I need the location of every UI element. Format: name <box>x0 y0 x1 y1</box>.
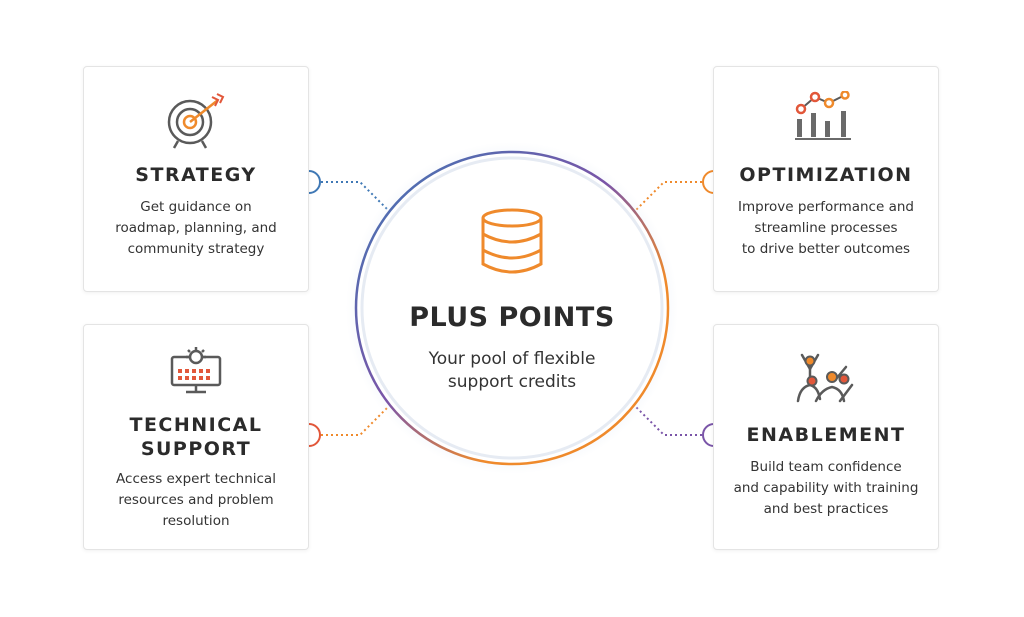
card-desc-line: Build team confidence <box>750 459 902 475</box>
card-desc-line: to drive better outcomes <box>741 241 911 257</box>
connector-strategy <box>321 181 389 211</box>
card-title-optimization: OPTIMIZATION <box>739 164 913 186</box>
center-subtitle-line2: support credits <box>447 372 577 392</box>
card-desc-enablement: Build team confidence and capability wit… <box>724 457 928 520</box>
card-desc-line: streamline processes <box>754 220 898 236</box>
card-title-strategy: STRATEGY <box>135 164 257 186</box>
card-title-line: SUPPORT <box>140 438 252 460</box>
target-icon <box>167 93 225 149</box>
card-desc-line: Access expert technical <box>116 471 276 487</box>
card-technical-support: TECHNICAL SUPPORT Access expert technica… <box>83 324 309 550</box>
card-strategy: STRATEGY Get guidance on roadmap, planni… <box>83 66 309 292</box>
card-title-line: TECHNICAL <box>129 414 263 436</box>
connector-optimization <box>635 181 702 211</box>
card-desc-line: roadmap, planning, and <box>115 220 277 236</box>
center-subtitle-line1: Your pool of flexible <box>428 349 596 369</box>
connector-technical <box>321 406 389 436</box>
center-subtitle: Your pool of flexible support credits <box>362 348 662 394</box>
computer-gear-icon <box>170 347 222 394</box>
team-icon <box>796 353 854 403</box>
card-desc-technical-support: Access expert technical resources and pr… <box>94 469 298 532</box>
center-inner-ring <box>360 156 664 460</box>
card-title-technical-support: TECHNICAL SUPPORT <box>84 413 308 461</box>
card-enablement: ENABLEMENT Build team confidence and cap… <box>713 324 939 550</box>
card-optimization: OPTIMIZATION Improve performance and str… <box>713 66 939 292</box>
card-desc-line: Improve performance and <box>738 199 914 215</box>
card-desc-line: resources and problem <box>118 492 274 508</box>
center-title: PLUS POINTS <box>409 302 615 333</box>
card-desc-optimization: Improve performance and streamline proce… <box>724 197 928 260</box>
card-desc-line: community strategy <box>127 241 265 257</box>
card-desc-line: and best practices <box>763 501 889 517</box>
database-icon <box>481 208 543 274</box>
connector-enablement <box>635 406 702 436</box>
card-desc-strategy: Get guidance on roadmap, planning, and c… <box>94 197 298 260</box>
card-desc-line: resolution <box>162 513 230 529</box>
chart-icon <box>795 91 851 140</box>
card-title-enablement: ENABLEMENT <box>746 424 906 446</box>
card-desc-line: and capability with training <box>733 480 919 496</box>
card-desc-line: Get guidance on <box>140 199 252 215</box>
